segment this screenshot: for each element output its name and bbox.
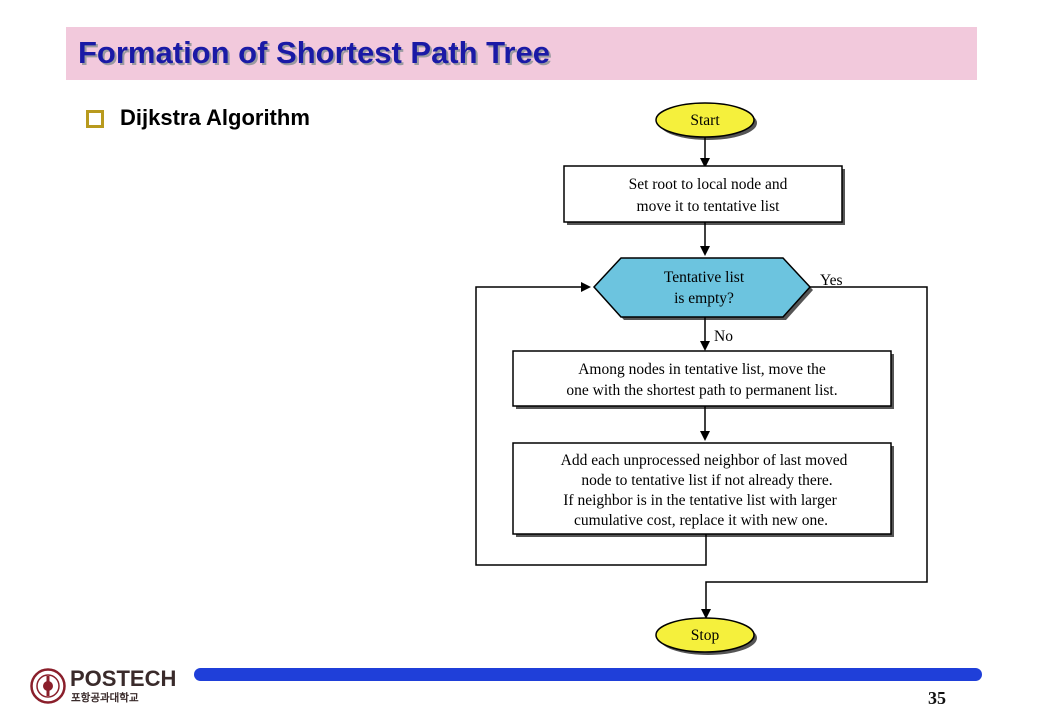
start-label: Start [690,112,720,129]
yes-label: Yes [820,272,843,289]
init-line-2: move it to tentative list [637,198,781,215]
logo-wordmark: POSTECH [70,666,177,691]
add-line-1: Add each unprocessed neighbor of last mo… [561,452,848,469]
stop-label: Stop [691,627,720,644]
logo-subtitle: 포항공과대학교 [71,692,139,704]
init-line-1: Set root to local node and [629,176,788,193]
start-terminal: Start [655,102,757,140]
university-seal-icon [30,668,66,704]
add-line-3: If neighbor is in the tentative list wit… [563,492,837,509]
page-number: 35 [928,688,946,708]
footer-bar [194,668,982,681]
move-line-2: one with the shortest path to permanent … [566,382,837,399]
add-line-4: cumulative cost, replace it with new one… [574,512,828,529]
square-bullet-icon [86,110,104,128]
decision-node: Tentative list is empty? [592,257,813,320]
no-label: No [714,328,733,345]
decision-line-2: is empty? [674,290,734,307]
init-box: Set root to local node and move it to te… [563,165,845,225]
bullet-text: Dijkstra Algorithm [120,105,310,130]
title-bar: Formation of Shortest Path Tree [66,27,977,80]
move-line-1: Among nodes in tentative list, move the [578,361,826,378]
move-box: Among nodes in tentative list, move the … [512,350,894,409]
add-box: Add each unprocessed neighbor of last mo… [512,442,894,537]
yes-path-connector [701,286,928,619]
add-line-2: node to tentative list if not already th… [581,472,832,489]
decision-line-1: Tentative list [664,269,745,286]
slide-title: Formation of Shortest Path Tree [78,35,550,70]
loop-back-connector [475,282,707,566]
postech-logo: POSTECH 포항공과대학교 [30,666,176,709]
stop-terminal: Stop [655,617,757,655]
